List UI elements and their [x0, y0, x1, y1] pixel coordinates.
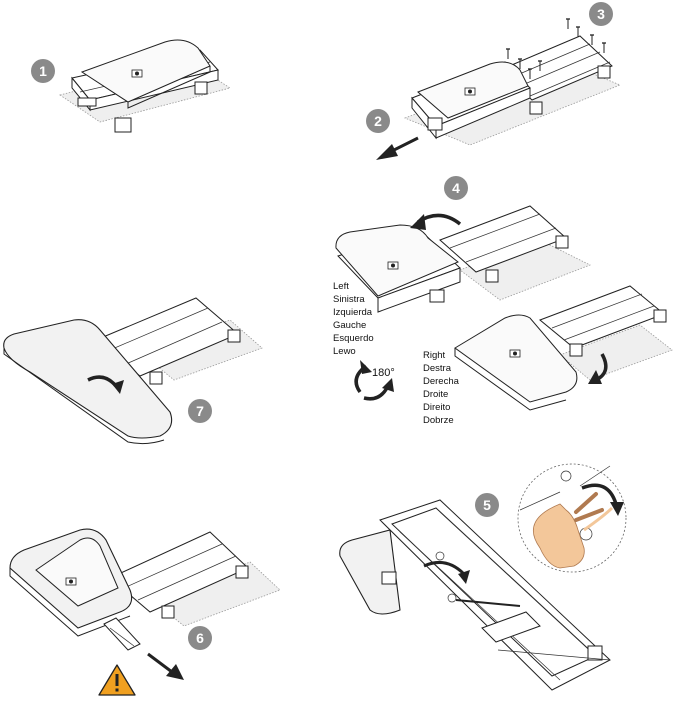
label-left-en: Left: [333, 281, 349, 292]
step-4-figure-right: [454, 285, 673, 411]
label-left-es: Izquierda: [333, 307, 373, 318]
label-right-es: Derecha: [423, 376, 460, 387]
right-labels: Right Destra Derecha Droite Direito Dobr…: [423, 350, 460, 426]
step-6-figure: [9, 528, 281, 680]
label-right-pt: Direito: [423, 402, 450, 413]
step-2-number: 2: [374, 113, 382, 129]
step-5-number: 5: [483, 497, 491, 513]
step-5-figure: [339, 499, 611, 691]
step-6-number: 6: [196, 630, 204, 646]
curved-arrow-icon: [610, 502, 624, 516]
curved-arrow-icon: [360, 360, 372, 374]
curved-arrow-icon: [112, 380, 124, 394]
step-2-badge: 2: [366, 109, 390, 133]
step-7-badge: 7: [188, 399, 212, 423]
step-3-figure: [403, 18, 622, 146]
step-6-badge: 6: [188, 626, 212, 650]
step-4-figure-left: [335, 205, 591, 313]
curved-arrow-icon: [458, 570, 470, 584]
curved-arrow-icon: [588, 370, 602, 384]
step-1-badge: 1: [31, 59, 55, 83]
step-7-figure: [3, 297, 263, 445]
label-right-fr: Droite: [423, 389, 448, 400]
label-left-pl: Lewo: [333, 346, 356, 357]
step-2-arrow: [376, 136, 419, 160]
step-5-badge: 5: [475, 493, 499, 517]
step-4-number: 4: [452, 180, 460, 196]
label-left-it: Sinistra: [333, 294, 365, 305]
label-right-en: Right: [423, 350, 446, 361]
left-labels: Left Sinistra Izquierda Gauche Esquerdo …: [333, 281, 374, 357]
label-left-fr: Gauche: [333, 320, 366, 331]
step-1-number: 1: [39, 63, 47, 79]
curved-arrow-icon: [410, 214, 426, 230]
step-3-number: 3: [597, 6, 605, 22]
straight-arrow-icon: [376, 144, 398, 160]
step-4-badge: 4: [444, 176, 468, 200]
step-7-number: 7: [196, 403, 204, 419]
rotate-180-symbol: 180°: [354, 360, 395, 401]
label-right-it: Destra: [423, 363, 452, 374]
straight-arrow-icon: [166, 664, 184, 680]
step-1-figure: [59, 39, 231, 133]
step-5-detail: [517, 463, 627, 573]
warning-icon: [98, 664, 136, 696]
label-left-pt: Esquerdo: [333, 333, 374, 344]
rotation-label: 180°: [372, 367, 395, 379]
step-3-badge: 3: [589, 2, 613, 26]
label-right-pl: Dobrze: [423, 415, 454, 426]
